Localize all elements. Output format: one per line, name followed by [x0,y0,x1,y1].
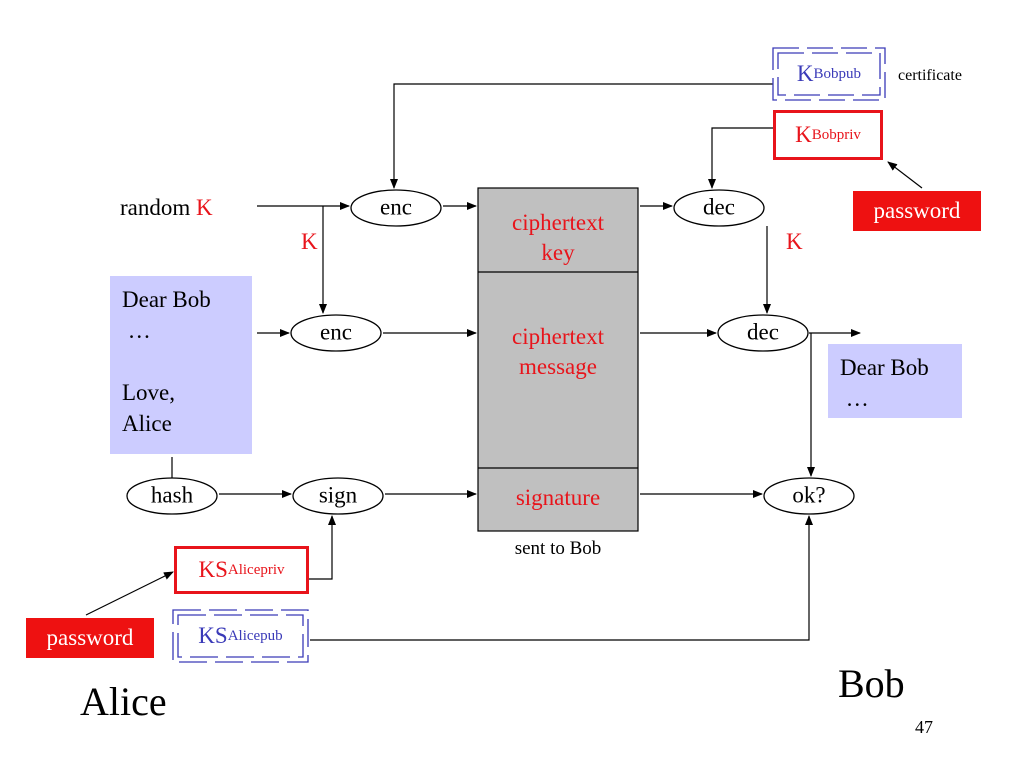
alice-private-key-sub: Alicepriv [227,561,285,578]
arrow-alicepriv-to-sign [308,515,336,580]
alice-letter-line-3 [122,346,240,377]
bob-public-key-sub: Bobpub [813,65,862,82]
bob-letter-line-2: … [840,386,869,411]
enc-message-label: enc [320,319,352,345]
sign-node [292,477,384,515]
arrow-password-to-alicepriv [85,571,174,616]
alicepub-border [172,609,309,663]
dec-key-label: dec [703,194,735,220]
arrows [85,83,923,641]
k-label-right: K [786,229,803,254]
hash-label: hash [150,482,194,508]
ciphertext-message-line-2: message [519,354,597,379]
ciphertext-key-line-2: key [541,240,575,265]
alice-password-badge: password [26,618,154,658]
arrow-bobpub-to-enc [390,83,773,189]
ok-label: ok? [792,482,826,508]
ciphertext-key-line-1: ciphertext [512,210,604,235]
dec-message-node [717,314,809,352]
ciphertext-message-label: ciphertext message [478,322,638,382]
random-k-symbol: K [196,195,213,220]
alice-letter-line-5: Alice [122,411,172,436]
random-k-label: random K [120,196,213,219]
alice-public-key-main: KS [198,623,228,648]
bobpub-border [772,47,886,101]
sign-label: sign [318,482,358,508]
alice-letter-line-1: Dear Bob [122,287,211,312]
ciphertext-key-label: ciphertext key [478,208,638,268]
alice-letter-line-2: … [122,318,151,343]
bob-private-key-sub: Bobpriv [811,126,861,143]
certificate-label: certificate [898,67,962,84]
dec-message-label: dec [747,319,779,345]
arrow-bobpriv-to-dec [708,127,773,189]
bob-letter-line-1: Dear Bob [840,355,929,380]
alice-letter-note: Dear Bob … Love, Alice [110,276,252,454]
enc-key-label: enc [380,194,412,220]
arrow-alicepub-to-ok [310,515,813,641]
arrow-password-to-bobpriv [887,161,923,189]
packet-block [477,187,639,532]
k-label-left: K [301,229,318,254]
bob-public-key-main: K [796,61,814,86]
enc-key-node [350,189,442,227]
bob-private-key-main: K [795,122,812,147]
alice-letter-line-4: Love, [122,380,176,405]
sent-to-bob-label: sent to Bob [514,538,602,559]
alice-title: Alice [80,679,167,724]
dec-key-node [673,189,765,227]
bob-letter-note: Dear Bob … [828,344,962,418]
random-label: random [120,195,191,220]
page-number: 47 [915,717,933,737]
bob-title: Bob [838,661,905,706]
alice-public-key-sub: Alicepub [227,627,283,644]
bob-password-badge: password [853,191,981,231]
ok-node [763,477,855,515]
ciphertext-message-line-1: ciphertext [512,324,604,349]
enc-message-node [290,314,382,352]
alice-private-key-main: KS [198,557,228,582]
signature-label: signature [515,485,601,510]
